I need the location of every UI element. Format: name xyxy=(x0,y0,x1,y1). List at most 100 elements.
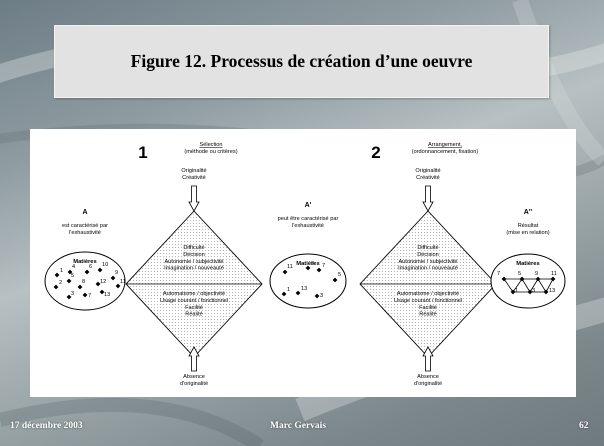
input-label: Originalité xyxy=(181,168,206,174)
element-marker xyxy=(501,276,507,282)
set-a-prime-group: A' peut être caractérisé parl'exhaustivit… xyxy=(269,202,347,309)
relation-line xyxy=(521,278,531,293)
input-label: Originalité xyxy=(415,168,440,174)
element-marker xyxy=(527,289,533,295)
element-number: 11 xyxy=(120,279,126,285)
step-title: Arrangement, xyxy=(428,142,462,148)
down-arrow-input xyxy=(188,185,200,212)
output-label: d'originalité xyxy=(414,381,442,387)
process-diagram: 1 Sélection(méthode ou critères) Originali… xyxy=(44,142,566,387)
lower-criterion: Réalité xyxy=(419,312,436,318)
lower-criterion: Usage courant / fonctionnel xyxy=(394,298,462,304)
element-number: 7 xyxy=(322,263,325,269)
element-number: 6 xyxy=(89,264,92,270)
element-marker xyxy=(519,276,525,282)
set-label: A' xyxy=(305,202,312,209)
step-subtitle: (méthode ou critères) xyxy=(184,149,237,155)
upper-criterion: Imagination / nouveauté xyxy=(164,266,224,272)
element-number: 5 xyxy=(338,272,341,278)
element-marker xyxy=(305,265,311,271)
element-number: 2 xyxy=(59,280,62,286)
element-number: 4 xyxy=(72,264,75,270)
step-number: 1 xyxy=(138,143,147,162)
step-1-group: 1 Sélection(méthode ou critères) Originali… xyxy=(125,142,263,387)
ellipse-title: Matières xyxy=(73,259,97,265)
element-number: 1 xyxy=(287,287,290,293)
element-number: 11 xyxy=(551,271,557,277)
lower-criterion: Automatisme / objectivité xyxy=(397,291,459,297)
element-marker xyxy=(316,267,322,273)
element-number: 7 xyxy=(497,271,500,277)
element-number: 9 xyxy=(535,271,538,277)
element-marker xyxy=(295,290,301,296)
output-label: Absence xyxy=(183,374,205,380)
element-number: 3 xyxy=(320,293,323,299)
upper-criterion: Autonomie / subjectivité xyxy=(164,259,223,265)
element-number: 1 xyxy=(515,288,518,294)
element-number: 13 xyxy=(104,292,110,298)
set-ellipse xyxy=(44,251,126,311)
slide-title: Figure 12. Processus de création d’une o… xyxy=(130,51,473,71)
step-subtitle: (ordonnancement, fixation) xyxy=(412,149,479,155)
element-marker xyxy=(314,293,320,299)
step-2-group: 2 Arrangement,(ordonnancement, fixation) O… xyxy=(359,142,497,387)
element-marker xyxy=(535,276,541,282)
upper-criterion: Décision xyxy=(183,252,204,258)
lower-criterion: Facilité xyxy=(185,305,203,311)
ellipse-title: Matières xyxy=(516,261,540,267)
lower-criterion: Automatisme / objectivité xyxy=(163,291,225,297)
element-number: 1 xyxy=(60,268,63,274)
element-number: 12 xyxy=(100,279,106,285)
lower-criterion: Réalité xyxy=(185,312,202,318)
down-arrow-input xyxy=(422,185,434,212)
relation-line xyxy=(537,278,547,293)
upper-criterion: Imagination / nouveauté xyxy=(398,266,458,272)
relation-line xyxy=(512,278,523,293)
step-title: Sélection xyxy=(199,142,222,148)
element-number: 13 xyxy=(549,288,555,294)
input-label: Créativité xyxy=(182,175,206,181)
relation-line xyxy=(529,278,539,293)
set-label: A xyxy=(82,209,87,216)
diagram-panel: 1 Sélection(méthode ou critères) Originali… xyxy=(30,129,576,397)
lower-criterion: Usage courant / fonctionnel xyxy=(160,298,228,304)
set-caption: peut être caractérisé par xyxy=(278,216,339,222)
ellipse-title: Matières xyxy=(296,261,320,267)
step-number: 2 xyxy=(371,143,380,162)
footer-author: Marc Gervais xyxy=(270,421,327,431)
element-marker xyxy=(332,277,338,283)
element-number: 10 xyxy=(102,262,108,268)
set-caption: est caractérisé par xyxy=(62,223,108,229)
set-caption: Résultat xyxy=(518,223,539,229)
up-arrow-output xyxy=(422,346,434,372)
footer-date: 17 décembre 2003 xyxy=(10,421,83,431)
set-caption: (mise en relation) xyxy=(506,230,549,236)
output-label: d'originalité xyxy=(180,381,208,387)
input-label: Créativité xyxy=(416,175,440,181)
set-ellipse xyxy=(269,253,347,309)
up-arrow-output xyxy=(188,346,200,372)
element-number: 11 xyxy=(287,264,293,270)
element-number: 8 xyxy=(82,279,85,285)
element-number: 9 xyxy=(115,270,118,276)
element-marker xyxy=(53,284,59,290)
element-number: 5 xyxy=(518,271,521,277)
element-number: 3 xyxy=(71,291,74,297)
lower-criterion: Facilité xyxy=(419,305,437,311)
upper-criterion: Autonomie / subjectivité xyxy=(398,259,457,265)
upper-criterion: Décision xyxy=(417,252,438,258)
footer-page-number: 62 xyxy=(579,421,589,431)
element-number: 5 xyxy=(71,273,74,279)
set-caption: l'exhaustivité xyxy=(292,223,324,229)
element-marker xyxy=(54,272,60,278)
element-marker xyxy=(510,289,516,295)
upper-criterion: Difficulté xyxy=(183,245,204,251)
set-ellipse xyxy=(490,253,566,309)
element-number: 3 xyxy=(532,288,535,294)
element-number: 13 xyxy=(301,286,307,292)
title-box: Figure 12. Processus de création d’une o… xyxy=(54,25,549,98)
set-caption: l'exhaustivité xyxy=(69,230,101,236)
